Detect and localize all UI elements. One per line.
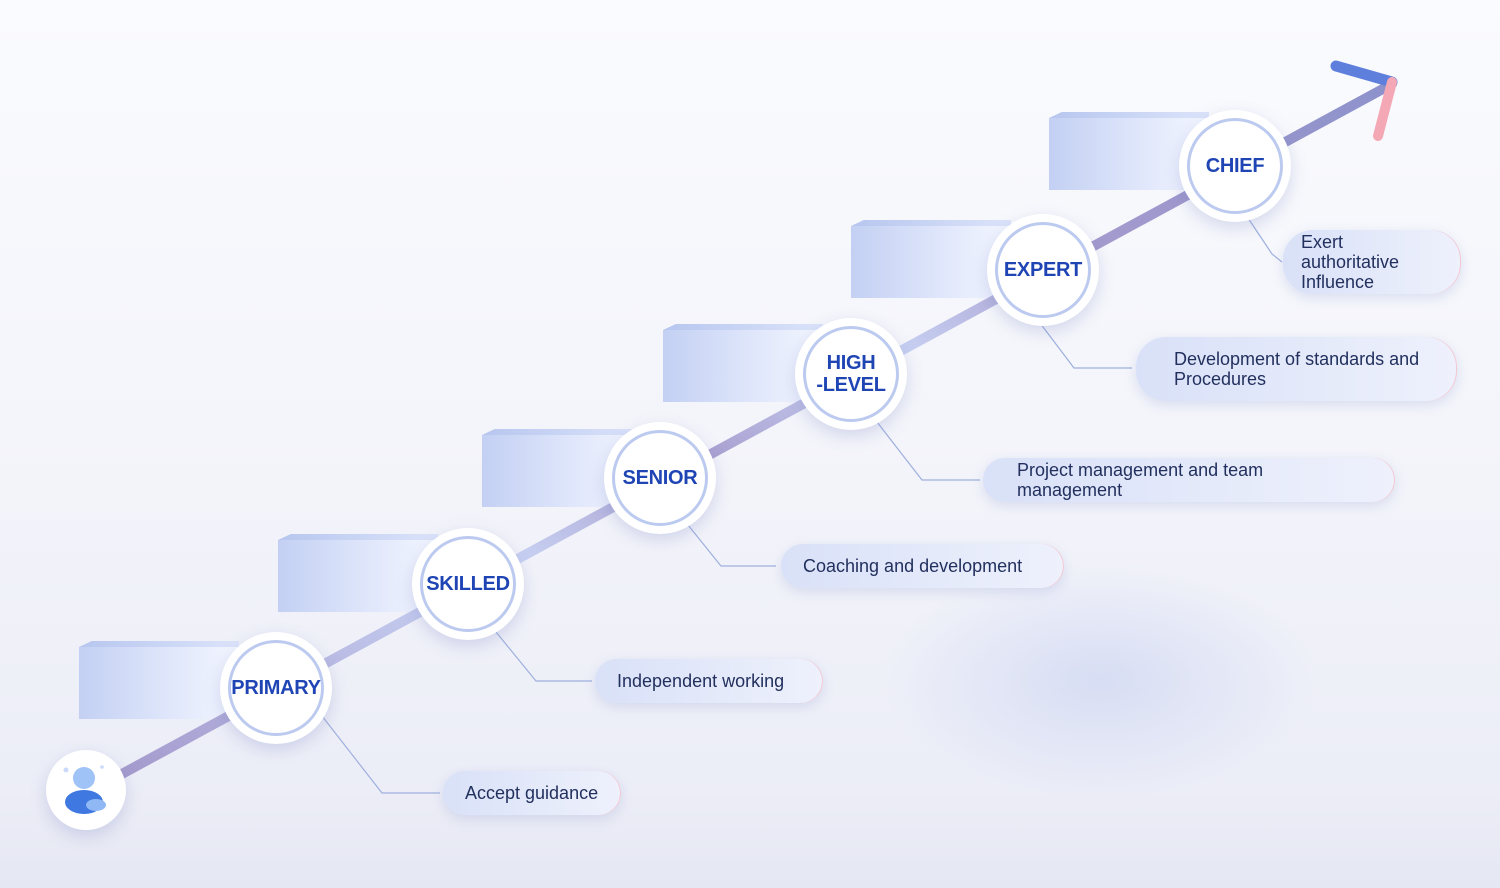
connector-line xyxy=(1039,322,1132,369)
connector-line xyxy=(876,421,980,481)
user-avatar-icon xyxy=(63,765,106,814)
description-pill-skilled: Independent working xyxy=(595,659,823,703)
step-block xyxy=(79,647,239,719)
description-pill-chief: Exert authoritative Influence xyxy=(1283,230,1461,294)
arrow-head-icon xyxy=(1330,60,1398,141)
path-line xyxy=(115,79,1397,780)
level-label: EXPERT xyxy=(1003,259,1083,281)
connector-line xyxy=(1247,217,1283,263)
level-label: SKILLED xyxy=(426,573,510,595)
connector-line xyxy=(687,524,776,567)
level-node-senior: SENIOR xyxy=(604,422,716,534)
step-block xyxy=(278,540,438,612)
level-node-high-level: HIGH -LEVEL xyxy=(795,318,907,430)
level-node-chief: CHIEF xyxy=(1179,110,1291,222)
level-label: CHIEF xyxy=(1205,155,1265,177)
level-node-skilled: SKILLED xyxy=(412,528,524,640)
description-pill-expert: Development of standards and Procedures xyxy=(1136,337,1457,401)
level-node-primary: PRIMARY xyxy=(220,632,332,744)
level-label: HIGH -LEVEL xyxy=(816,352,886,396)
start-avatar xyxy=(46,750,126,830)
level-label: PRIMARY xyxy=(231,677,321,699)
description-pill-primary: Accept guidance xyxy=(443,771,621,815)
description-pill-high-level: Project management and team management xyxy=(983,458,1395,502)
floor-band xyxy=(0,792,1500,888)
step-block xyxy=(851,226,1011,298)
connector-line xyxy=(321,715,440,794)
level-node-expert: EXPERT xyxy=(987,214,1099,326)
background-glow xyxy=(880,560,1320,800)
connector-line xyxy=(495,631,592,682)
description-pill-senior: Coaching and development xyxy=(781,544,1064,588)
level-label: SENIOR xyxy=(622,467,698,489)
